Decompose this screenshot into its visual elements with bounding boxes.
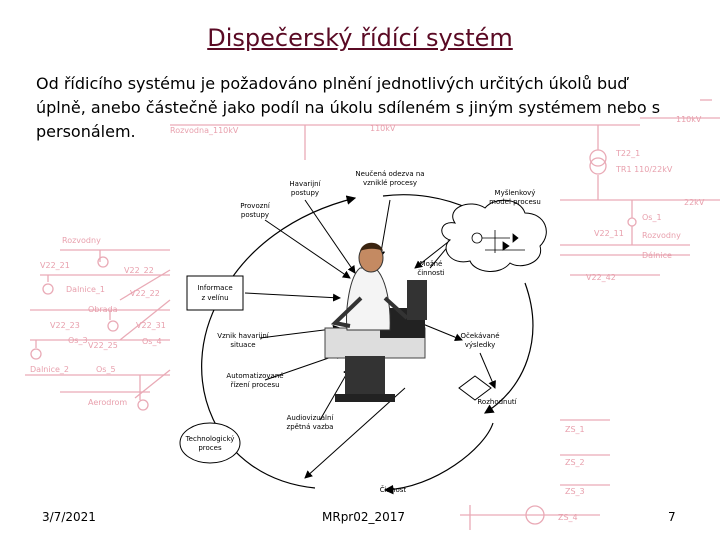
svg-text:Dalnice_1: Dalnice_1	[66, 285, 105, 294]
svg-text:V22_22: V22_22	[124, 266, 154, 275]
svg-text:Rozvodny: Rozvodny	[62, 236, 101, 245]
label-ocekavane-2: výsledky	[465, 341, 496, 349]
process-ellipse	[179, 422, 241, 464]
svg-text:V22_21: V22_21	[40, 261, 70, 270]
label-automatizovane-2: řízení procesu	[230, 381, 279, 389]
svg-text:Os_5: Os_5	[96, 365, 116, 374]
operator-figure	[324, 242, 427, 402]
svg-text:Rozvodny: Rozvodny	[642, 231, 681, 240]
label-informace-1: Informace	[197, 284, 232, 292]
svg-text:22kV: 22kV	[684, 198, 705, 207]
svg-text:ZS_1: ZS_1	[565, 425, 585, 434]
label-technologicky-1: Technologický	[185, 435, 235, 443]
svg-text:TR1 110/22kV: TR1 110/22kV	[615, 165, 673, 174]
svg-text:V22_11: V22_11	[594, 229, 624, 238]
svg-text:ZS_4: ZS_4	[558, 513, 578, 522]
svg-text:V22_42: V22_42	[586, 273, 616, 282]
svg-text:Dálnice: Dálnice	[642, 251, 672, 260]
svg-text:110kV: 110kV	[676, 115, 702, 124]
label-informace-2: z velínu	[201, 294, 228, 302]
svg-text:Obrada: Obrada	[88, 305, 118, 314]
svg-text:T22_1: T22_1	[615, 149, 640, 158]
svg-text:V22_22: V22_22	[130, 289, 160, 298]
label-vznik-1: Vznik havarijní	[217, 332, 269, 340]
svg-text:Dalnice_2: Dalnice_2	[30, 365, 69, 374]
svg-text:Os_4: Os_4	[142, 337, 162, 346]
label-automatizovane-1: Automatizované	[226, 372, 283, 380]
svg-text:Os_3: Os_3	[68, 336, 88, 345]
svg-text:110kV: 110kV	[370, 124, 396, 133]
footer-center: MRpr02_2017	[322, 510, 406, 524]
svg-text:V22_25: V22_25	[88, 341, 118, 350]
label-mozne-1: Možné	[420, 260, 443, 268]
info-box	[186, 275, 244, 311]
label-provozni-1: Provozní	[240, 202, 271, 210]
svg-text:ZS_3: ZS_3	[565, 487, 585, 496]
page-number: 7	[668, 510, 676, 524]
label-myslenkovy-1: Myšlenkový	[495, 189, 536, 197]
label-audiovizualni-2: zpětná vazba	[287, 423, 334, 431]
label-cinnost: Činnost	[380, 485, 407, 494]
slide-title: Dispečerský řídící systém	[207, 24, 513, 52]
label-ocekavane-1: Očekávané	[460, 332, 499, 340]
label-technologicky-2: proces	[198, 444, 222, 452]
label-provozni-2: postupy	[241, 211, 269, 219]
feedback-arc-left	[201, 195, 357, 489]
label-neucena-2: vzniklé procesy	[363, 179, 417, 187]
svg-text:V22_31: V22_31	[136, 321, 166, 330]
label-rozhodnuti: Rozhodnutí	[477, 398, 517, 406]
footer-date: 3/7/2021	[42, 510, 96, 524]
svg-text:Aerodrom: Aerodrom	[88, 398, 127, 407]
label-mozne-2: činnosti	[417, 269, 444, 277]
arc-down-right	[483, 282, 534, 414]
body-paragraph: Od řídicího systému je požadováno plnění…	[36, 74, 661, 141]
label-havarijni-2: postupy	[291, 189, 319, 197]
cloud-mini-circuit	[471, 230, 525, 253]
svg-text:V22_23: V22_23	[50, 321, 80, 330]
arc-bottom	[383, 422, 494, 495]
svg-text:Rozvodna_110kV: Rozvodna_110kV	[170, 126, 239, 135]
control-system-diagram: Havarijní postupy Provozní postupy Neuče…	[179, 170, 547, 495]
label-havarijni-1: Havarijní	[289, 180, 321, 188]
thought-cloud	[441, 199, 547, 272]
svg-text:ZS_2: ZS_2	[565, 458, 585, 467]
label-neucena-1: Neučená odezva na	[355, 170, 424, 178]
label-myslenkovy-2: model procesu	[489, 198, 541, 206]
label-vznik-2: situace	[230, 341, 255, 349]
svg-text:Os_1: Os_1	[642, 213, 662, 222]
decision-diamond	[458, 375, 492, 401]
label-audiovizualni-1: Audiovizuální	[287, 414, 335, 422]
